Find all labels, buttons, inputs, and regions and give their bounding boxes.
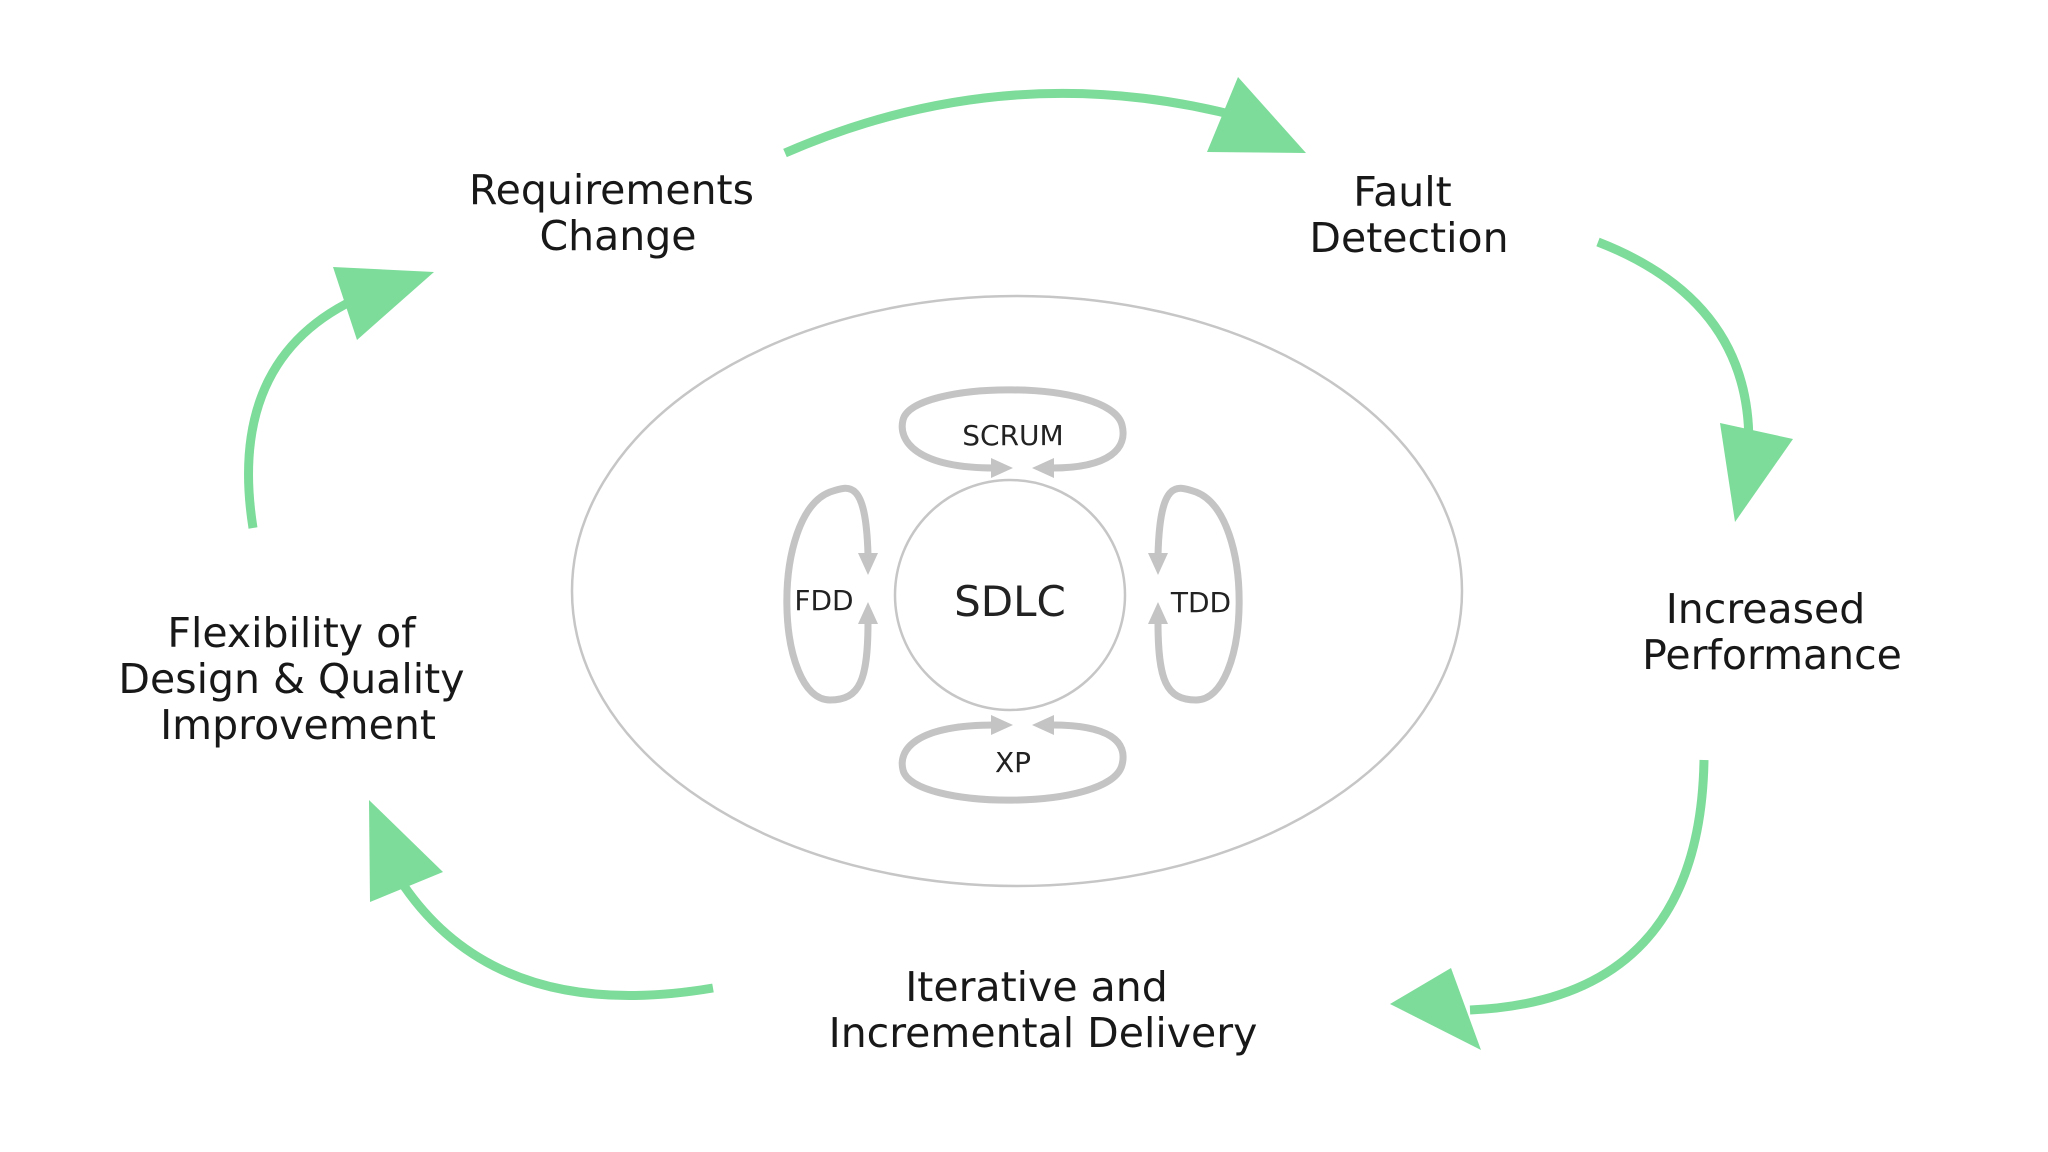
outer-ring: [570, 294, 1464, 888]
stage-flexibility: Flexibility of Design & Quality Improvem…: [118, 609, 477, 749]
arrowhead-delivery: [1390, 968, 1481, 1050]
arrow-performance-to-delivery: [1469, 759, 1709, 1015]
arrowhead-performance: [1720, 423, 1793, 522]
arrow-flexibility-to-requirements: [244, 287, 374, 529]
loop-xp: [898, 721, 1127, 804]
method-xp: XP: [995, 746, 1031, 779]
cycle-arrows: [244, 88, 1754, 1015]
arrowhead-scrum-right: [1032, 458, 1054, 478]
arrowhead-scrum-left: [991, 458, 1013, 478]
arrowhead-fault: [1207, 77, 1306, 153]
arrow-delivery-to-flexibility: [396, 877, 714, 1001]
sdlc-label: SDLC: [954, 577, 1066, 626]
stage-iterative-delivery: Iterative and Incremental Delivery: [829, 963, 1258, 1057]
arrowhead-requirements: [333, 267, 434, 340]
loop-tdd: [1154, 484, 1243, 704]
arrowhead-xp-left: [991, 715, 1013, 735]
stage-increased-performance: Increased Performance: [1642, 585, 1902, 679]
cycle-arrowheads: [333, 77, 1793, 1050]
method-tdd: TDD: [1170, 586, 1231, 619]
loop-fdd: [783, 484, 872, 704]
arrowhead-fdd-top: [858, 553, 878, 575]
arrow-fault-to-performance: [1596, 237, 1754, 463]
method-arrowheads: [858, 458, 1168, 735]
sdlc-circle: [893, 478, 1127, 712]
method-loops: [783, 386, 1243, 804]
arrowhead-xp-right: [1032, 715, 1054, 735]
stage-fault-detection: Fault Detection: [1309, 168, 1508, 262]
stage-requirements-change: Requirements Change: [469, 166, 767, 260]
arrowhead-fdd-bottom: [858, 602, 878, 624]
method-scrum: SCRUM: [962, 419, 1063, 452]
method-fdd: FDD: [794, 584, 853, 617]
arrow-requirements-to-fault: [783, 88, 1247, 158]
arrowhead-tdd-top: [1148, 553, 1168, 575]
arrowhead-tdd-bottom: [1148, 602, 1168, 624]
loop-scrum: [898, 386, 1127, 472]
arrowhead-flexibility: [369, 800, 443, 902]
